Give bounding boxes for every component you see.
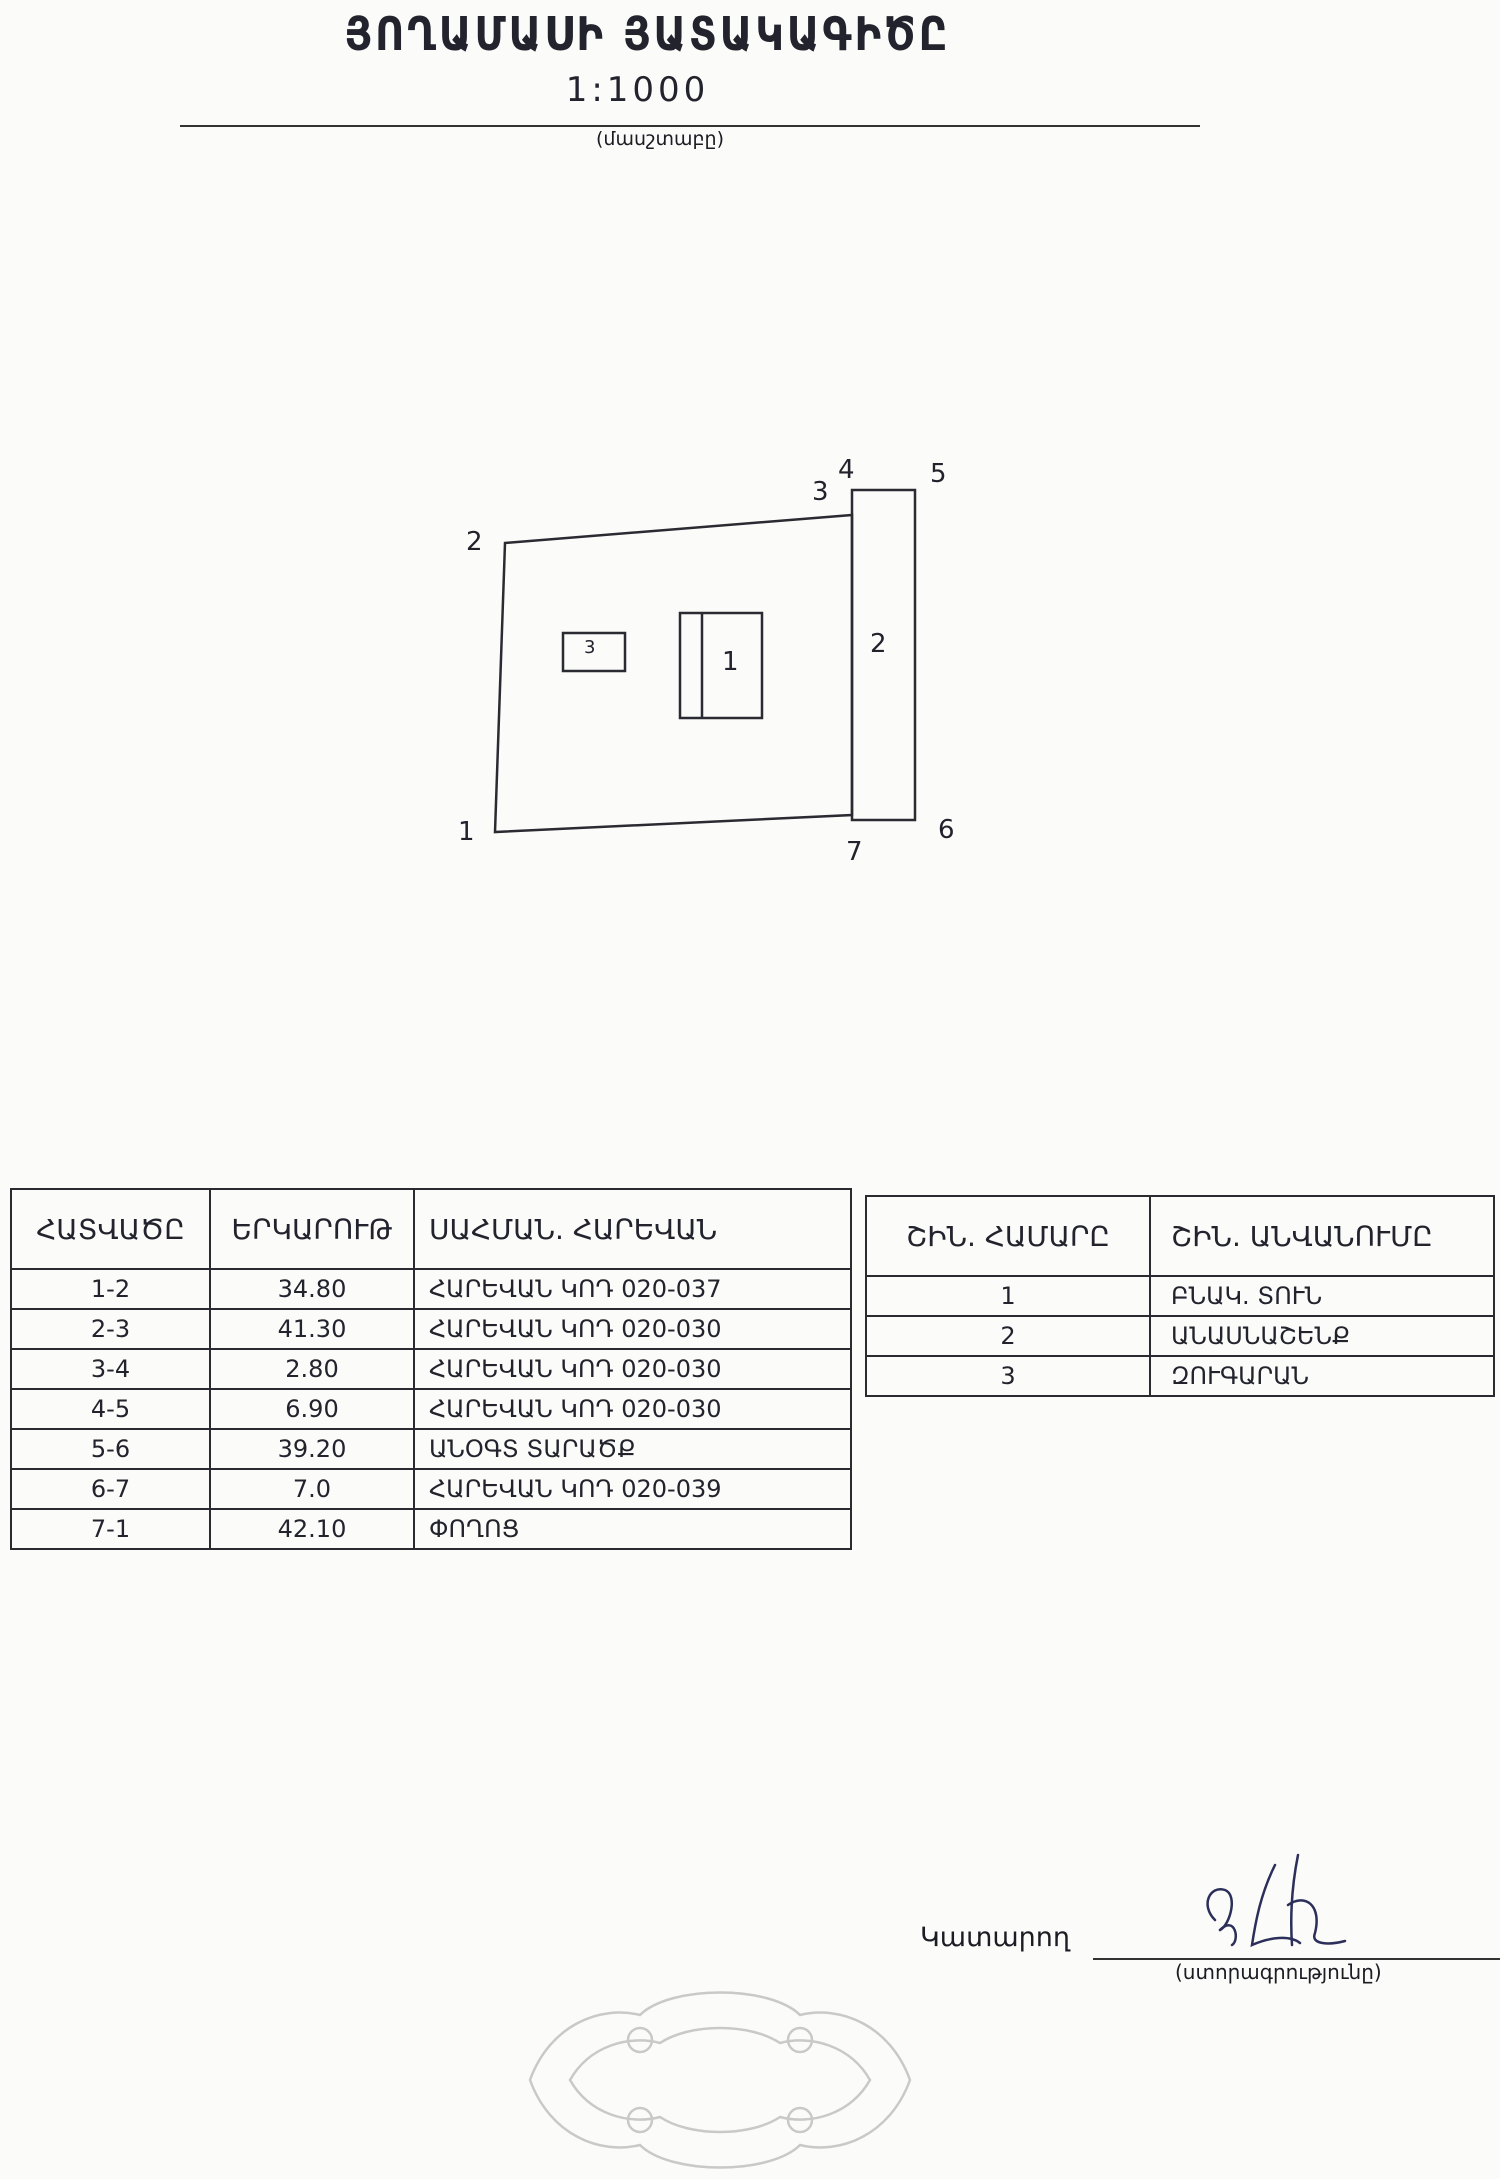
neighbor-cell: ՀԱՐԵՎԱՆ ԿՈԴ 020-039 xyxy=(413,1468,852,1510)
segment-cell: 5-6 xyxy=(10,1428,211,1470)
ornamental-stamp xyxy=(528,1991,912,2169)
segment-cell: 6-7 xyxy=(10,1468,211,1510)
scale-caption: (մասշտաբը) xyxy=(596,128,724,150)
annex-outline xyxy=(850,488,917,822)
boundaries-table: ՀԱՏՎԱԾԸ ԵՐԿԱՐՈՒԹ ՍԱՀՄԱՆ. ՀԱՐԵՎԱՆ 1-2 34.… xyxy=(10,1188,852,1550)
point-label-6: 6 xyxy=(938,815,955,845)
neighbor-cell: ՀԱՐԵՎԱՆ ԿՈԴ 020-030 xyxy=(413,1308,852,1350)
signature-line xyxy=(1093,1958,1500,1960)
header-building-number: ՇԻՆ. ՀԱՄԱՐԸ xyxy=(865,1195,1151,1277)
segment-cell: 2-3 xyxy=(10,1308,211,1350)
length-cell: 7.0 xyxy=(209,1468,415,1510)
executor-label: Կատարող xyxy=(920,1922,1071,1953)
handwritten-signature xyxy=(1206,1853,1347,1948)
area-label-3: 3 xyxy=(584,637,595,658)
building-number-cell: 1 xyxy=(865,1275,1151,1317)
point-label-1: 1 xyxy=(458,817,475,847)
point-label-3: 3 xyxy=(812,477,829,507)
buildings-table: ՇԻՆ. ՀԱՄԱՐԸ ՇԻՆ. ԱՆՎԱՆՈՒՄԸ 1 ԲՆԱԿ. ՏՈՒՆ … xyxy=(865,1195,1495,1397)
segment-cell: 3-4 xyxy=(10,1348,211,1390)
building-name-cell: ԲՆԱԿ. ՏՈՒՆ xyxy=(1149,1275,1495,1317)
length-cell: 34.80 xyxy=(209,1268,415,1310)
table-row: 4-5 6.90 ՀԱՐԵՎԱՆ ԿՈԴ 020-030 xyxy=(10,1388,852,1430)
building-name-cell: ԱՆԱՍՆԱՇԵՆՔ xyxy=(1149,1315,1495,1357)
length-cell: 41.30 xyxy=(209,1308,415,1350)
area-label-2: 2 xyxy=(870,629,887,659)
scale-value: 1:1000 xyxy=(565,70,710,110)
building-1-outline xyxy=(678,611,764,720)
neighbor-cell: ՀԱՐԵՎԱՆ ԿՈԴ 020-037 xyxy=(413,1268,852,1310)
header-segment: ՀԱՏՎԱԾԸ xyxy=(10,1188,211,1270)
table-header-row: ՀԱՏՎԱԾԸ ԵՐԿԱՐՈՒԹ ՍԱՀՄԱՆ. ՀԱՐԵՎԱՆ xyxy=(10,1188,852,1270)
table-header-row: ՇԻՆ. ՀԱՄԱՐԸ ՇԻՆ. ԱՆՎԱՆՈՒՄԸ xyxy=(865,1195,1495,1277)
site-plan-drawing: 1 2 3 4 5 6 7 1 2 3 xyxy=(458,455,955,867)
header-length: ԵՐԿԱՐՈՒԹ xyxy=(209,1188,415,1270)
table-row: 3 ԶՈՒԳԱՐԱՆ xyxy=(865,1355,1495,1397)
point-label-4: 4 xyxy=(838,455,855,485)
building-number-cell: 2 xyxy=(865,1315,1151,1357)
neighbor-cell: ԱՆՕԳՏ ՏԱՐԱԾՔ xyxy=(413,1428,852,1470)
neighbor-cell: ՓՈՂՈՑ xyxy=(413,1508,852,1550)
building-3-outline xyxy=(561,631,627,673)
table-row: 2-3 41.30 ՀԱՐԵՎԱՆ ԿՈԴ 020-030 xyxy=(10,1308,852,1350)
length-cell: 39.20 xyxy=(209,1428,415,1470)
document-title: ՅՈՂԱՄԱՍԻ ՅԱՏԱԿԱԳԻԾԸ xyxy=(344,8,951,62)
segment-cell: 7-1 xyxy=(10,1508,211,1550)
table-row: 3-4 2.80 ՀԱՐԵՎԱՆ ԿՈԴ 020-030 xyxy=(10,1348,852,1390)
table-row: 1 ԲՆԱԿ. ՏՈՒՆ xyxy=(865,1275,1495,1317)
table-row: 2 ԱՆԱՍՆԱՇԵՆՔ xyxy=(865,1315,1495,1357)
building-name-cell: ԶՈՒԳԱՐԱՆ xyxy=(1149,1355,1495,1397)
table-row: 6-7 7.0 ՀԱՐԵՎԱՆ ԿՈԴ 020-039 xyxy=(10,1468,852,1510)
table-row: 7-1 42.10 ՓՈՂՈՑ xyxy=(10,1508,852,1550)
length-cell: 2.80 xyxy=(209,1348,415,1390)
point-label-7: 7 xyxy=(846,837,863,867)
table-row: 1-2 34.80 ՀԱՐԵՎԱՆ ԿՈԴ 020-037 xyxy=(10,1268,852,1310)
signature-caption: (ստորագրությունը) xyxy=(1175,1960,1382,1984)
area-label-1: 1 xyxy=(722,647,739,677)
building-number-cell: 3 xyxy=(865,1355,1151,1397)
table-row: 5-6 39.20 ԱՆՕԳՏ ՏԱՐԱԾՔ xyxy=(10,1428,852,1470)
point-label-2: 2 xyxy=(466,527,483,557)
scale-underline xyxy=(180,125,1200,127)
point-label-5: 5 xyxy=(930,459,947,489)
plot-outline xyxy=(493,513,854,834)
header-neighbor: ՍԱՀՄԱՆ. ՀԱՐԵՎԱՆ xyxy=(413,1188,852,1270)
neighbor-cell: ՀԱՐԵՎԱՆ ԿՈԴ 020-030 xyxy=(413,1348,852,1390)
header-building-name: ՇԻՆ. ԱՆՎԱՆՈՒՄԸ xyxy=(1149,1195,1495,1277)
segment-cell: 1-2 xyxy=(10,1268,211,1310)
length-cell: 42.10 xyxy=(209,1508,415,1550)
neighbor-cell: ՀԱՐԵՎԱՆ ԿՈԴ 020-030 xyxy=(413,1388,852,1430)
length-cell: 6.90 xyxy=(209,1388,415,1430)
segment-cell: 4-5 xyxy=(10,1388,211,1430)
